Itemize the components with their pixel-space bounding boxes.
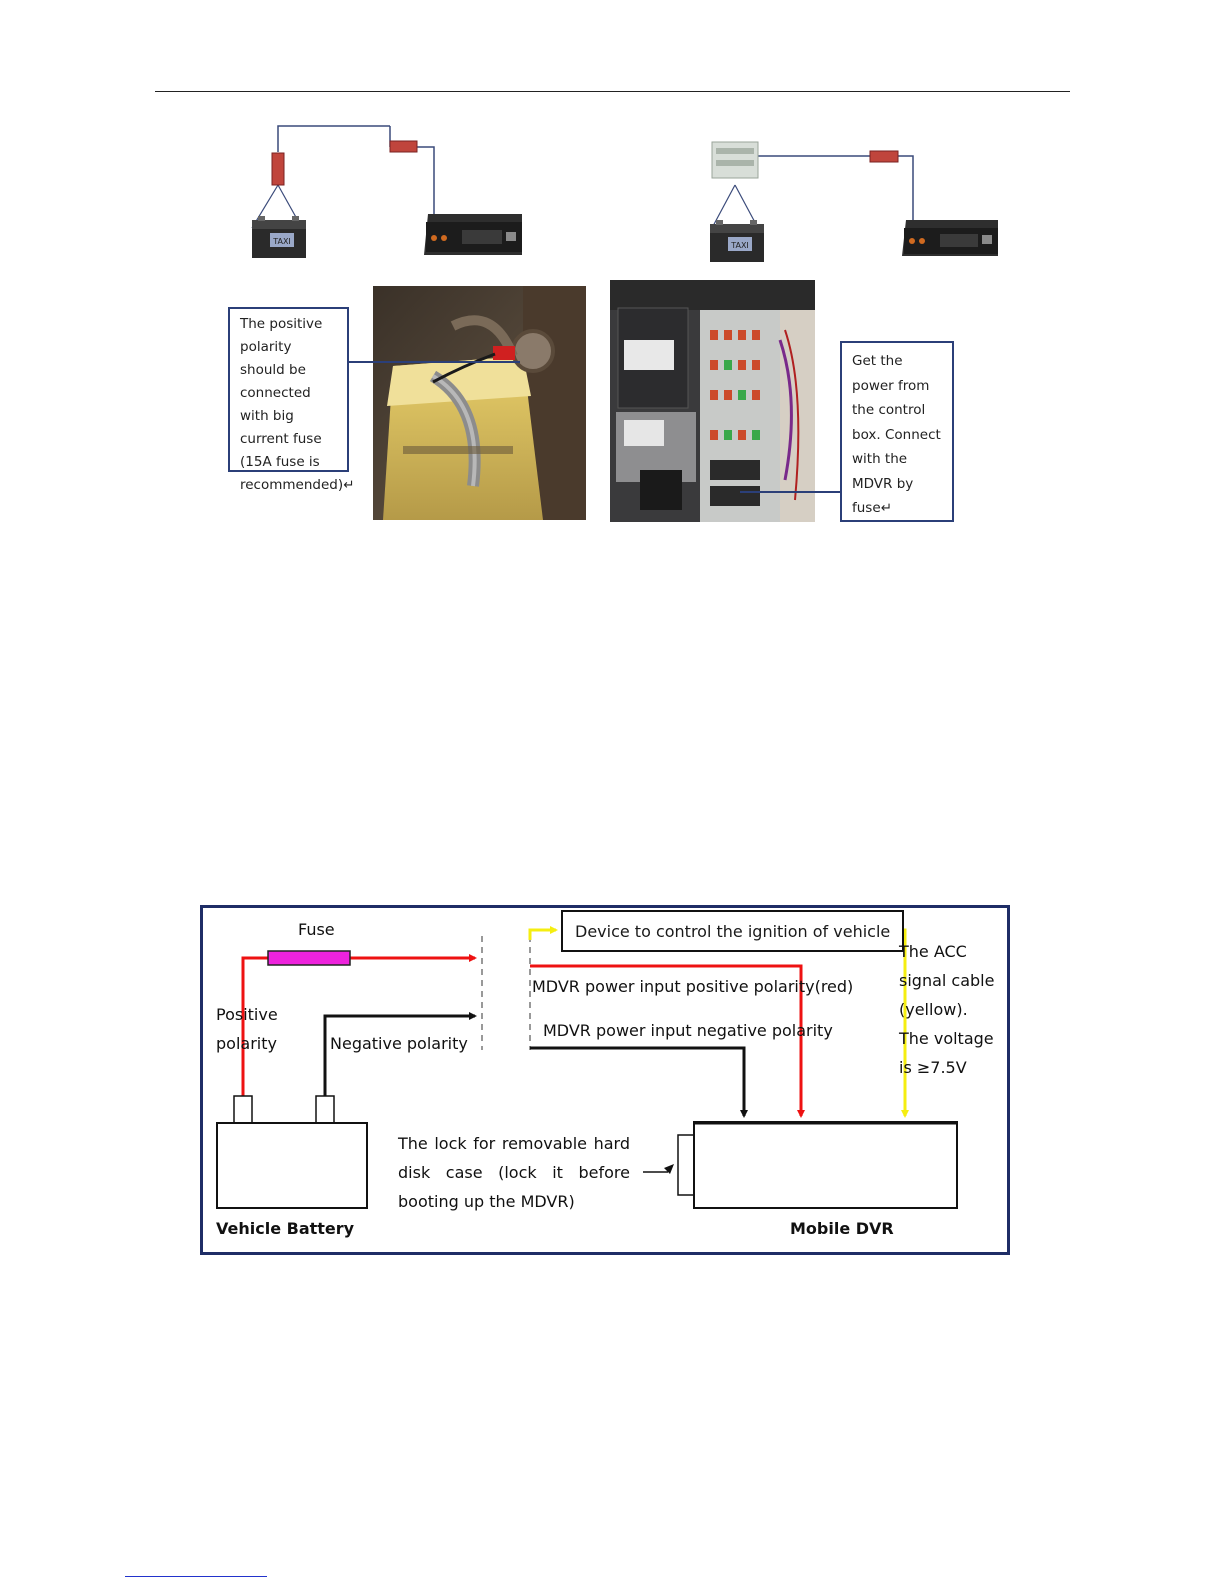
control-box-callout: Get the power from the control box. Conn… [840, 341, 954, 522]
control-box-photo [610, 280, 815, 522]
footer-rule [125, 1576, 267, 1577]
battery-icon: TAXI [710, 220, 764, 262]
acc-cable-label: The ACC signal cable (yellow). The volta… [899, 942, 995, 1077]
header-rule [155, 91, 1070, 92]
battery-icon: TAXI [252, 216, 306, 258]
fuse-icon [869, 150, 899, 163]
ignition-device-box: Device to control the ignition of vehicl… [561, 910, 905, 952]
mdvr-device-icon [902, 220, 998, 256]
fuse-icon [267, 950, 351, 966]
vehicle-battery-shape [216, 1095, 368, 1209]
wiring-illustrations: TAXI TAXI [251, 125, 998, 262]
mobile-dvr-shape [643, 1121, 958, 1209]
positive-wire [241, 950, 805, 1118]
callout-connectors [348, 361, 840, 493]
battery-photo [373, 286, 586, 520]
hard-disk-lock-note: The lock for removable hard disk case (l… [398, 1134, 630, 1211]
fuse-icon [271, 152, 285, 186]
control-box-icon [711, 141, 759, 179]
battery-label: TAXI [730, 241, 749, 250]
battery-fuse-callout: The positive polarity should be connecte… [228, 307, 354, 493]
positive-polarity-label: Positive polarity [216, 1005, 278, 1053]
positive-input-label: MDVR power input positive polarity(red) [532, 977, 854, 996]
control-box-callout-text: Get the power from the control box. Conn… [852, 353, 941, 516]
battery-fuse-callout-text: The positive polarity should be connecte… [240, 316, 355, 493]
battery-direct-wiring: TAXI [251, 125, 522, 258]
vehicle-battery-caption: Vehicle Battery [216, 1219, 355, 1238]
control-box-wiring: TAXI [710, 141, 998, 262]
mdvr-device-icon [424, 214, 522, 255]
ignition-device-label: Device to control the ignition of vehicl… [575, 922, 891, 941]
fuse-label: Fuse [298, 920, 335, 939]
mobile-dvr-caption: Mobile DVR [790, 1219, 894, 1238]
negative-wire [323, 1012, 748, 1118]
negative-input-label: MDVR power input negative polarity [543, 1021, 833, 1040]
negative-polarity-label: Negative polarity [330, 1034, 468, 1053]
battery-label: TAXI [272, 237, 291, 246]
fuse-icon [389, 140, 418, 153]
